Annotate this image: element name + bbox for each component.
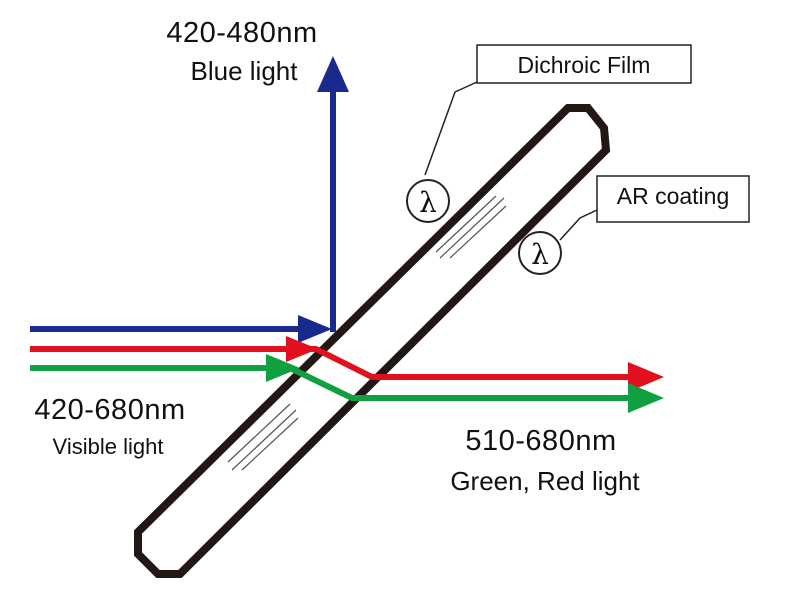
glass-hatch-line: [231, 409, 297, 471]
red-mid-arrowhead: [286, 336, 318, 362]
input-name-label: Visible light: [53, 434, 164, 459]
glass-plate-outline: [134, 104, 611, 578]
blue-incoming-arrowhead: [298, 315, 332, 343]
ar-coating-leader-line: [559, 209, 598, 241]
dichroic-film-callout: Dichroic Film λ: [406, 44, 692, 223]
green-path-line: [30, 365, 636, 401]
glass-hatch-line: [435, 195, 497, 253]
glass-hatch-line: [449, 205, 507, 259]
ar-coating-label: AR coating: [617, 183, 730, 209]
glass-hatch-line: [241, 417, 299, 471]
ar-coating-label-box: [596, 175, 750, 223]
lambda-icon: λ: [531, 238, 549, 271]
ar-lambda-circle: [518, 231, 562, 275]
green-output-arrowhead: [628, 383, 664, 413]
glass-hatch-line: [227, 403, 291, 463]
output-wavelength-label: 510-680nm: [465, 425, 616, 457]
blue-reflected-arrowhead: [317, 56, 349, 92]
red-path-line: [30, 346, 636, 380]
blue-name-label: Blue light: [191, 56, 299, 86]
red-beam: [30, 336, 664, 392]
blue-beam: [30, 56, 349, 343]
glass-plate: [134, 104, 611, 578]
red-output-arrowhead: [628, 362, 664, 392]
ar-coating-callout: AR coating λ: [518, 175, 750, 275]
lambda-icon: λ: [419, 186, 437, 219]
green-mid-arrowhead: [266, 354, 300, 382]
dichroic-film-label-box: [476, 44, 692, 84]
output-name-label: Green, Red light: [450, 466, 640, 496]
glass-hatch-line: [439, 197, 505, 259]
blue-wavelength-label: 420-480nm: [166, 17, 317, 49]
green-beam: [30, 354, 664, 413]
dichroic-lambda-circle: [406, 179, 450, 223]
dichroic-film-label: Dichroic Film: [518, 52, 651, 78]
dichroic-film-leader-line: [424, 81, 478, 176]
input-wavelength-label: 420-680nm: [34, 394, 185, 426]
